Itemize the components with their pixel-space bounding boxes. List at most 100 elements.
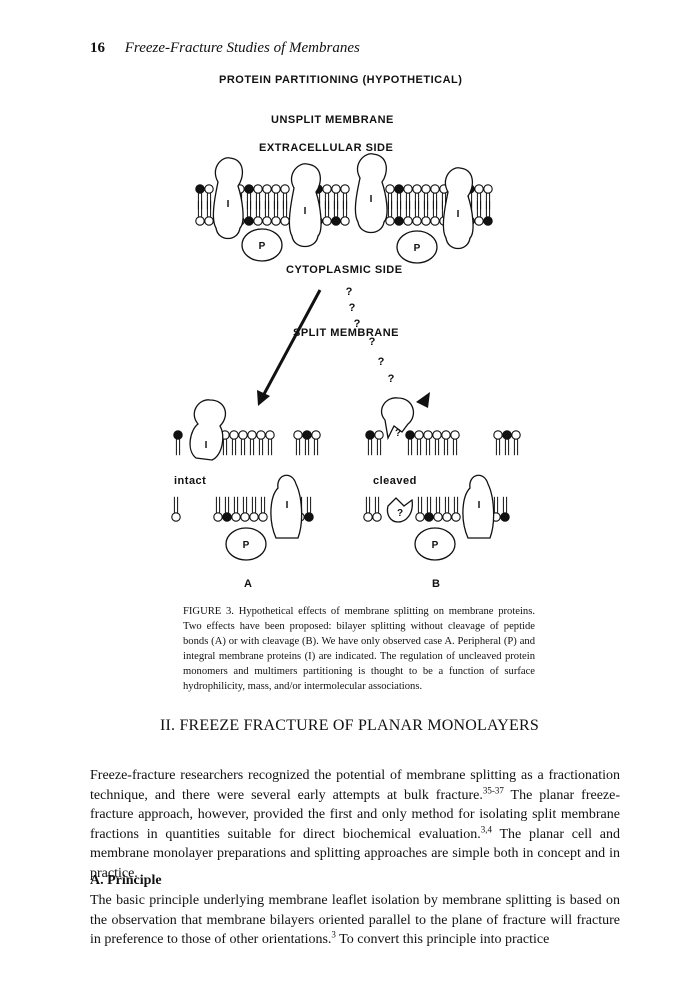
lipid [222, 496, 232, 522]
lipid-head [511, 430, 521, 440]
peripheral-protein-letter: P [259, 241, 266, 252]
lipid-head [173, 430, 183, 440]
lipid-head [414, 430, 424, 440]
lipid-head [430, 184, 440, 194]
cleaved-protein-upper [380, 397, 415, 441]
lipid-head [412, 216, 422, 226]
intact-label: intact [174, 475, 207, 487]
lipid [483, 200, 493, 226]
lipid-head [262, 216, 272, 226]
integral-protein [212, 157, 244, 240]
page-header: 16 Freeze-Fracture Studies of Membranes [90, 40, 360, 57]
lipid-head [311, 430, 321, 440]
cytoplasmic-side-label: CYTOPLASMIC SIDE [286, 264, 403, 276]
lipid-head [244, 216, 254, 226]
lipid [271, 184, 281, 210]
lipid-head [195, 216, 205, 226]
lipid [253, 184, 263, 210]
lipid [340, 200, 350, 226]
lipid [231, 496, 241, 522]
panel-b-label: B [432, 578, 441, 590]
lipid [423, 430, 433, 456]
lipid-head [322, 216, 332, 226]
split-membrane-label: SPLIT MEMBRANE [293, 327, 399, 339]
lipid-head [280, 184, 290, 194]
integral-protein-lower [270, 474, 303, 539]
lipid-head [204, 184, 214, 194]
lipid [195, 200, 205, 226]
lipid [365, 430, 375, 456]
section-heading: II. FREEZE FRACTURE OF PLANAR MONOLAYERS [160, 717, 539, 734]
integral-protein [288, 163, 322, 248]
cleaved-protein-lower [386, 497, 413, 523]
question-mark: ? [388, 373, 395, 385]
lipid-head [374, 430, 384, 440]
lipid-head [483, 216, 493, 226]
lipid [412, 200, 422, 226]
lipid [258, 496, 268, 522]
lipid-head [424, 512, 434, 522]
lipid [414, 430, 424, 456]
lipid [442, 496, 452, 522]
lipid [385, 200, 395, 226]
lipid-head [244, 184, 254, 194]
lipid [247, 430, 257, 456]
lipid [451, 496, 461, 522]
paragraph-2: The basic principle underlying membrane … [90, 893, 620, 947]
lipid [394, 184, 404, 210]
integral-protein-lower [462, 474, 495, 539]
lipid [240, 496, 250, 522]
lipid [249, 496, 259, 522]
lipid-head [421, 216, 431, 226]
lipid-head [415, 512, 425, 522]
lipid [432, 430, 442, 456]
reference: 3,4 [480, 823, 492, 834]
lipid-head [412, 184, 422, 194]
lipid [304, 496, 314, 522]
lipid-head [340, 216, 350, 226]
figure-title: PROTEIN PARTITIONING (HYPOTHETICAL) [219, 74, 463, 86]
lipid-head [293, 430, 303, 440]
lipid-head [253, 216, 263, 226]
peripheral-protein-letter: P [243, 540, 250, 551]
arrow-layer: ?????? [257, 286, 430, 408]
lipid [271, 200, 281, 226]
lipid-head [253, 184, 263, 194]
integral-protein-letter: I [227, 199, 230, 210]
lipid-head [258, 512, 268, 522]
lipid [441, 430, 451, 456]
lipid [195, 184, 205, 210]
lipid-head [249, 512, 259, 522]
lipid [322, 184, 332, 210]
lipid [322, 200, 332, 226]
lipid-head [213, 512, 223, 522]
running-title: Freeze-Fracture Studies of Membranes [124, 40, 360, 56]
unsplit-membrane-label: UNSPLIT MEMBRANE [271, 114, 394, 126]
arrow-left-head [257, 390, 270, 406]
lipid-head [262, 184, 272, 194]
panel-a-label: A [244, 578, 253, 590]
lipid-head [271, 216, 281, 226]
cleaved-label: cleaved [373, 475, 417, 487]
peripheral-protein [225, 527, 267, 561]
lipid-head [502, 430, 512, 440]
lipid-head [331, 216, 341, 226]
lipid-head [493, 430, 503, 440]
lipid [256, 430, 266, 456]
lipid-head [195, 184, 205, 194]
peripheral-protein [414, 527, 456, 561]
lipid [213, 496, 223, 522]
lipid-head [222, 512, 232, 522]
integral-protein-letter: I [286, 500, 289, 511]
lipid-head [441, 430, 451, 440]
lipid [433, 496, 443, 522]
lipid-head [432, 430, 442, 440]
lipid-head [474, 184, 484, 194]
reference: 3 [331, 929, 336, 940]
lipid [430, 200, 440, 226]
lipid [253, 200, 263, 226]
lipid [238, 430, 248, 456]
lipid-head [280, 216, 290, 226]
lipid-head [271, 184, 281, 194]
